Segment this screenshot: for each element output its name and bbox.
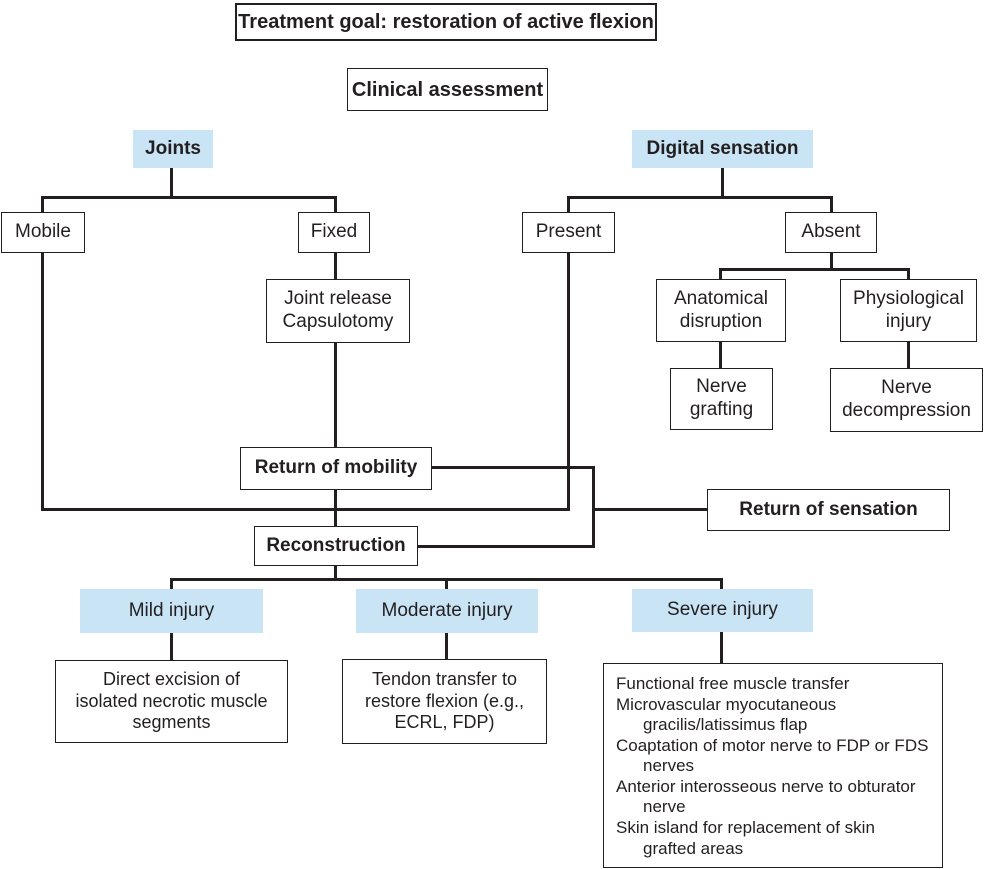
connector-mobility-right — [432, 466, 595, 469]
node-treatment-goal: Treatment goal: restoration of active fl… — [235, 3, 657, 41]
node-joint-release: Joint release Capsulotomy — [266, 279, 410, 343]
node-moderate-injury-label: Moderate injury — [381, 599, 513, 621]
connector-jointrelease-mobility — [334, 343, 337, 448]
node-mild-treatment-label: Direct excision of isolated necrotic mus… — [75, 669, 268, 733]
connector-anatomical-grafting — [719, 342, 722, 369]
node-severe-injury-label: Severe injury — [667, 599, 778, 621]
connector-digital-branch — [567, 196, 833, 199]
connector-moderate-drop — [445, 578, 448, 589]
connector-physiological-drop — [907, 268, 910, 280]
node-joints-label: Joints — [145, 137, 201, 159]
node-moderate-treatment-label: Tendon transfer to restore flexion (e.g.… — [364, 669, 525, 733]
connector-mobile-drop — [41, 196, 44, 213]
node-mild-injury: Mild injury — [80, 589, 263, 633]
severe-treatment-list: Functional free muscle transfer Microvas… — [616, 674, 930, 859]
node-present: Present — [522, 212, 615, 253]
node-mild-treatment: Direct excision of isolated necrotic mus… — [55, 660, 288, 743]
node-mobile: Mobile — [1, 212, 85, 253]
connector-absent-branch — [719, 268, 910, 271]
node-treatment-goal-label: Treatment goal: restoration of active fl… — [238, 11, 654, 33]
node-return-of-sensation: Return of sensation — [707, 489, 950, 531]
node-severe-treatment: Functional free muscle transfer Microvas… — [603, 663, 943, 868]
node-nerve-grafting: Nerve grafting — [670, 368, 773, 430]
node-nerve-decompression-label: Nerve decompression — [842, 377, 971, 421]
node-severe-injury: Severe injury — [632, 589, 813, 632]
treatment-item: Anterior interosseous nerve to obturator… — [616, 776, 916, 817]
connector-joints-branch — [41, 196, 337, 199]
node-digital-sensation: Digital sensation — [632, 130, 813, 168]
treatment-item: Coaptation of motor nerve to FDP or FDS … — [616, 735, 929, 776]
node-joints: Joints — [133, 130, 213, 168]
connector-fixed-drop — [334, 196, 337, 213]
node-return-of-mobility-label: Return of mobility — [254, 457, 418, 479]
connector-digital-stem — [721, 168, 724, 199]
connector-absent-drop — [830, 196, 833, 213]
connector-mild-stem — [170, 633, 173, 660]
node-reconstruction-label: Reconstruction — [266, 534, 406, 556]
node-moderate-treatment: Tendon transfer to restore flexion (e.g.… — [342, 659, 547, 744]
connector-sensation-link — [592, 508, 707, 511]
treatment-item: Functional free muscle transfer — [616, 674, 850, 693]
node-present-label: Present — [535, 221, 602, 243]
connector-mobility-reconstruction — [334, 490, 337, 527]
connector-anatomical-drop — [719, 268, 722, 280]
node-anatomical-disruption-label: Anatomical disruption — [674, 287, 768, 332]
connector-present-long — [567, 253, 570, 511]
connector-present-drop — [567, 196, 570, 213]
node-anatomical-disruption: Anatomical disruption — [656, 279, 786, 342]
node-physiological-injury: Physiological injury — [840, 279, 977, 342]
connector-physiological-decompression — [907, 342, 910, 369]
node-fixed-label: Fixed — [310, 221, 358, 243]
connector-joints-stem — [170, 168, 173, 199]
node-nerve-decompression: Nerve decompression — [830, 368, 983, 432]
node-moderate-injury: Moderate injury — [356, 589, 538, 633]
node-reconstruction: Reconstruction — [254, 526, 418, 566]
node-absent: Absent — [785, 212, 877, 253]
connector-mild-drop — [170, 578, 173, 589]
node-clinical-assessment: Clinical assessment — [347, 68, 548, 111]
node-absent-label: Absent — [801, 221, 861, 243]
connector-moderate-stem — [445, 633, 448, 659]
node-clinical-assessment-label: Clinical assessment — [351, 78, 544, 101]
node-nerve-grafting-label: Nerve grafting — [689, 376, 754, 420]
connector-severe-stem — [720, 632, 723, 663]
node-return-of-mobility: Return of mobility — [240, 447, 432, 490]
connector-reconstruction-right — [418, 545, 595, 548]
treatment-item: Skin island for replacement of skin graf… — [616, 817, 875, 858]
node-mobile-label: Mobile — [15, 221, 71, 243]
connector-right-vertical — [592, 466, 595, 548]
node-physiological-injury-label: Physiological injury — [853, 287, 964, 332]
treatment-item: Microvascular myocutaneous gracilis/lati… — [616, 694, 837, 735]
connector-severe-drop — [720, 578, 723, 589]
connector-absent-stem — [830, 253, 833, 271]
node-joint-release-label: Joint release Capsulotomy — [282, 288, 394, 332]
connector-fixed-jointrelease — [334, 253, 337, 280]
node-fixed: Fixed — [298, 212, 370, 253]
node-digital-sensation-label: Digital sensation — [646, 137, 799, 159]
connector-reconstruction-stem — [334, 566, 337, 581]
connector-mobile-present-join — [41, 508, 570, 511]
node-return-of-sensation-label: Return of sensation — [739, 498, 918, 520]
connector-mobile-long — [41, 253, 44, 511]
node-mild-injury-label: Mild injury — [128, 599, 215, 621]
